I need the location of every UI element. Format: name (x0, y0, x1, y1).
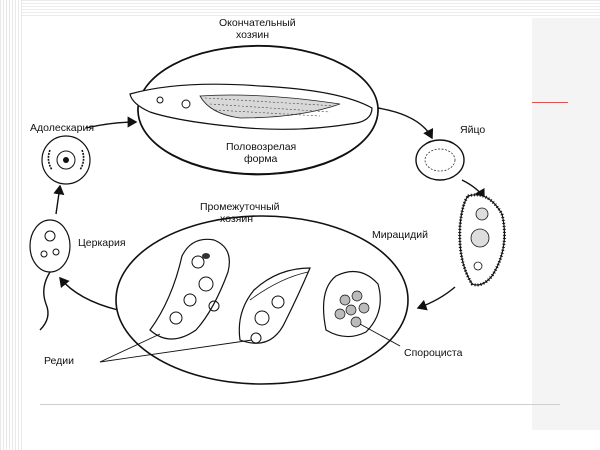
final-host-label: Окончательный хозяин (219, 17, 299, 41)
arrow-intermediate-to-cercaria (59, 276, 119, 311)
intermediate-host: Промежуточный хозяин (44, 201, 463, 385)
rediae-label: Редии (44, 355, 74, 367)
sporocyst-figure (323, 270, 381, 338)
arrow-cercaria-to-adolescaria (53, 184, 65, 215)
arrow-final-host-to-egg (377, 107, 434, 140)
arrow-adolescaria-to-final-host (85, 116, 138, 129)
sporocyst-pointer (359, 323, 401, 347)
cercaria: Церкария (29, 219, 126, 331)
intermediate-host-label: Промежуточный хозяин (200, 201, 282, 225)
semimature-form-figure (129, 83, 373, 130)
redia-figure-2 (238, 267, 311, 344)
arrow-miracidium-to-sporocyst (416, 286, 456, 311)
rediae-pointer (99, 333, 253, 363)
cercaria-figure (29, 219, 71, 273)
right-decorative-panel (532, 18, 600, 430)
accent-line (532, 102, 568, 103)
final-host: Окончательный хозяин Половозрелая форма (129, 17, 379, 176)
adolescaria-label: Адолескария (30, 122, 94, 134)
bottom-rule (40, 404, 560, 405)
left-decorative-stripes (0, 0, 22, 450)
adolescaria: Адолескария (30, 122, 94, 185)
redia-figure-1 (149, 238, 230, 340)
lifecycle-diagram: Окончательный хозяин Половозрелая форма … (29, 17, 506, 385)
egg: Яйцо (415, 124, 485, 181)
cycle-arrows (53, 107, 485, 311)
miracidium: Мирацидий (372, 193, 506, 287)
semimature-form-label: Половозрелая форма (226, 141, 299, 165)
miracidium-label: Мирацидий (372, 229, 428, 241)
cercaria-label: Церкария (78, 237, 126, 249)
top-decorative-stripes (0, 0, 600, 18)
egg-figure (415, 139, 465, 181)
egg-label: Яйцо (460, 124, 485, 136)
sporocyst-label: Спороциста (404, 347, 463, 359)
